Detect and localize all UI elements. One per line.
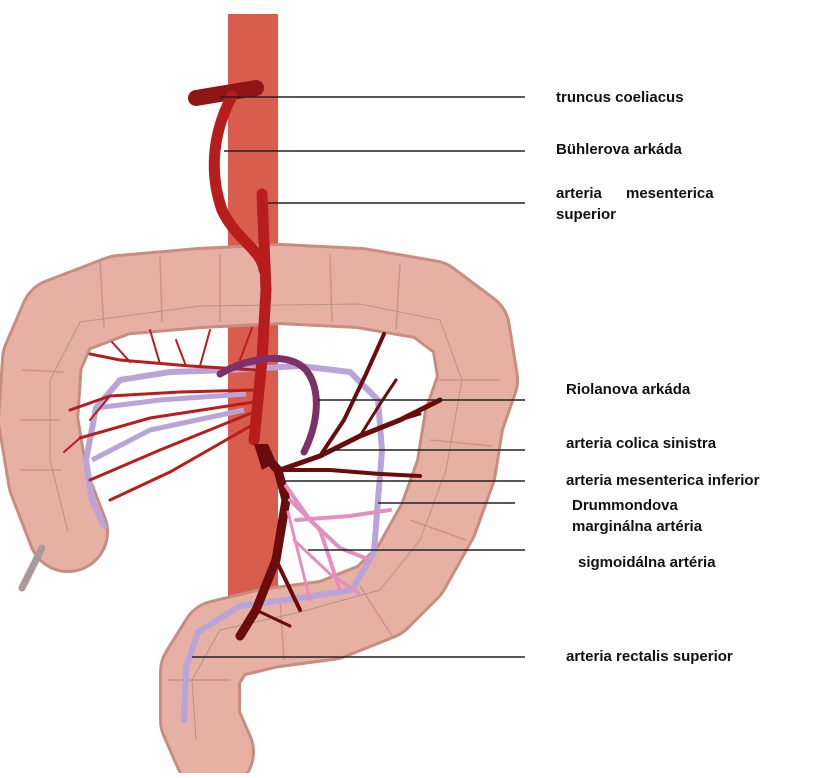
label-sigmoidalna-arteria: sigmoidálna artéria (578, 553, 716, 572)
label-ams-line2: mesenterica (626, 184, 714, 203)
label-drummondova-line2: marginálna artéria (572, 517, 702, 536)
label-drummondova-line1: Drummondova (572, 496, 678, 515)
appendix (22, 548, 42, 588)
label-arteria-mesenterica-superior: arteria mesenterica superior (556, 184, 776, 228)
label-drummondova: Drummondova marginálna artéria (572, 496, 792, 540)
label-arteria-colica-sinistra: arteria colica sinistra (566, 434, 716, 453)
aorta (228, 14, 278, 644)
label-truncus-coeliacus: truncus coeliacus (556, 88, 684, 107)
label-arteria-rectalis-superior: arteria rectalis superior (566, 647, 733, 666)
label-buhlerova-arkada: Bühlerova arkáda (556, 140, 682, 159)
label-ams-line3: superior (556, 205, 616, 224)
label-riolanova-arkada: Riolanova arkáda (566, 380, 690, 399)
label-ams-line1: arteria (556, 184, 602, 203)
label-arteria-mesenterica-inferior: arteria mesenterica inferior (566, 471, 759, 490)
